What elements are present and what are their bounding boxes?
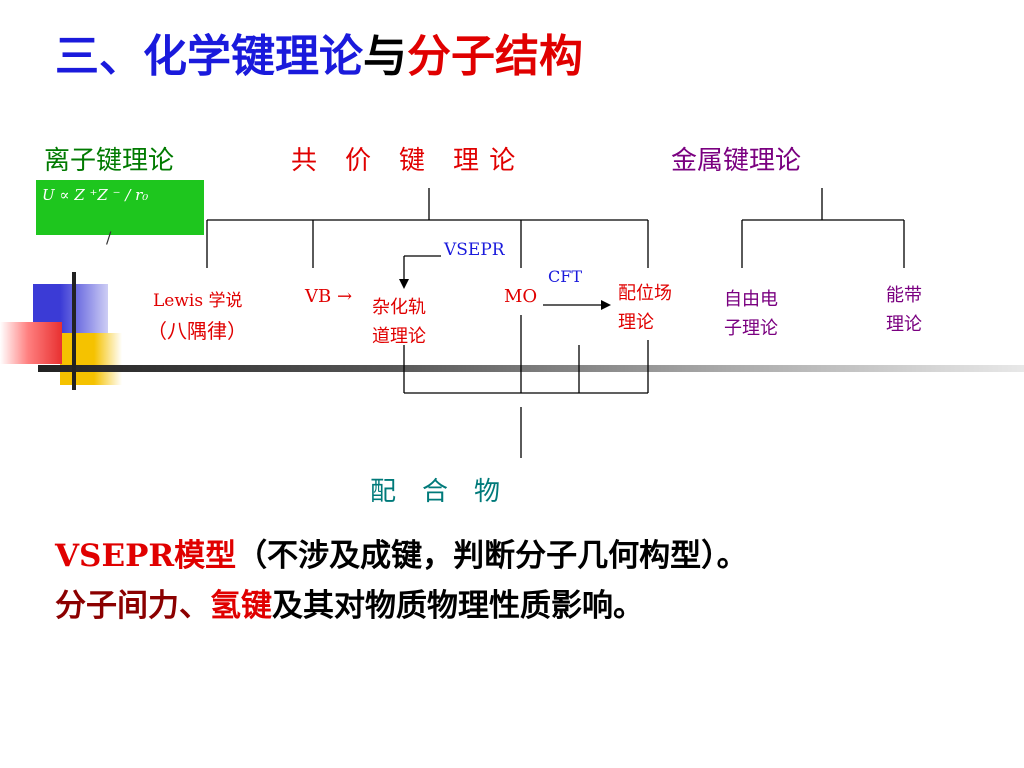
node-hybrid-line-2: 道理论 (372, 326, 426, 347)
heading-metallic: 金属键理论 (671, 146, 802, 176)
node-complex: 配 合 物 (370, 477, 501, 507)
decor-yellow-block (60, 333, 122, 385)
page-title: 三、化学键理论与分子结构 (55, 30, 583, 84)
intermolecular-force-label: 分子间力、 (55, 588, 210, 624)
node-vb: VB → (305, 286, 353, 307)
formula-box (36, 180, 204, 235)
decor-red-block (0, 322, 62, 364)
node-vsepr: VSEPR (444, 240, 505, 260)
heading-ionic: 离子键理论 (44, 146, 175, 176)
slash-mark: / (106, 228, 112, 247)
bottom-line-1: VSEPR模型（不涉及成键，判断分子几何构型）。 (55, 530, 748, 575)
decor-horizontal-rule (38, 365, 1024, 372)
decor-vertical-rule (72, 272, 76, 390)
node-free-electron-line-1: 自由电 (724, 289, 778, 310)
title-part-3: 分子结构 (407, 31, 583, 82)
vsepr-model-note: （不涉及成键，判断分子几何构型）。 (236, 538, 748, 574)
node-ligand-field-line-2: 理论 (618, 312, 654, 333)
node-octet-rule: （八隅律） (147, 319, 247, 343)
node-band-line-1: 能带 (886, 285, 922, 306)
bottom-line-2: 分子间力、氢键及其对物质物理性质影响。 (55, 580, 644, 625)
node-band-line-2: 理论 (886, 314, 922, 335)
title-part-2: 与 (363, 31, 407, 82)
node-free-electron-line-2: 子理论 (724, 318, 778, 339)
node-mo: MO (504, 286, 538, 307)
title-part-1: 三、化学键理论 (55, 31, 363, 82)
physical-properties-note: 及其对物质物理性质影响。 (272, 588, 644, 624)
node-lewis: Lewis 学说 (153, 291, 243, 311)
heading-covalent: 共 价 键 理 论 (291, 146, 517, 176)
hydrogen-bond-label: 氢键 (210, 588, 272, 624)
node-cft: CFT (548, 267, 583, 286)
vsepr-model-label: VSEPR模型 (55, 538, 237, 574)
node-hybrid-line-1: 杂化轨 (372, 297, 426, 318)
lattice-energy-formula: U ∝ Z ⁺Z ⁻ / r₀ (42, 186, 149, 204)
node-ligand-field-line-1: 配位场 (618, 283, 672, 304)
